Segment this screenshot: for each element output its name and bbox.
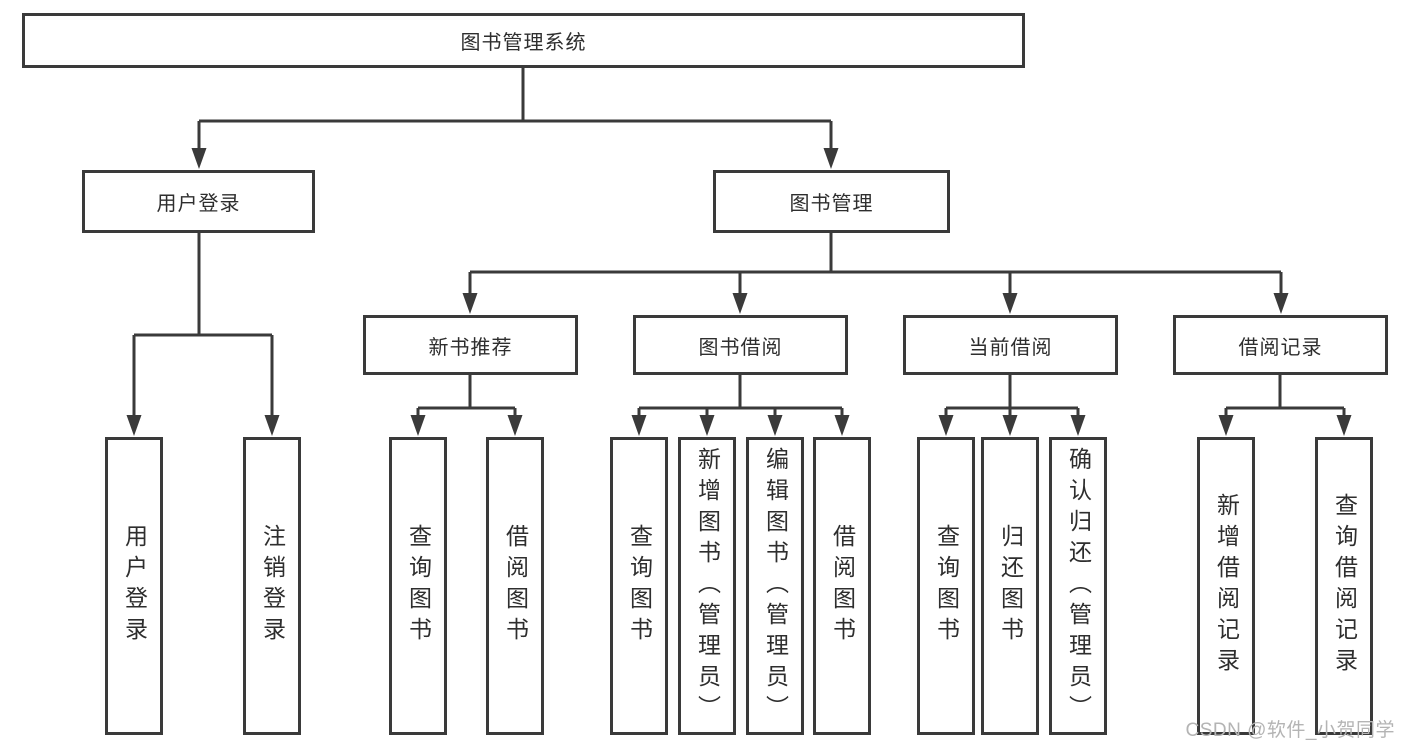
- leaf-query-borrow-record: 查询借阅记录: [1315, 437, 1373, 735]
- node-borrowing-records: 借阅记录: [1173, 315, 1388, 375]
- leaf-query-books-recommend: 查询图书: [389, 437, 447, 735]
- node-label: 用户登录: [121, 524, 148, 648]
- leaf-borrow-books-recommend: 借阅图书: [486, 437, 544, 735]
- node-user-login: 用户登录: [82, 170, 315, 233]
- node-label: 查询图书: [933, 524, 960, 648]
- node-label: 归还图书: [997, 524, 1024, 648]
- node-label: 借阅图书: [502, 524, 529, 648]
- leaf-logout: 注销登录: [243, 437, 301, 735]
- node-label: 新书推荐: [428, 336, 513, 359]
- leaf-user-login: 用户登录: [105, 437, 163, 735]
- csdn-watermark: CSDN @软件_小贺同学: [1185, 720, 1395, 741]
- node-label: 借阅记录: [1238, 336, 1323, 359]
- node-library-management-system: 图书管理系统: [22, 13, 1025, 68]
- node-new-book-recommendation: 新书推荐: [363, 315, 578, 375]
- leaf-query-books-borrowing: 查询图书: [610, 437, 668, 735]
- node-current-borrowing: 当前借阅: [903, 315, 1118, 375]
- leaf-add-borrow-record: 新增借阅记录: [1197, 437, 1255, 735]
- node-label: 编辑图书（管理员）: [762, 446, 789, 726]
- leaf-confirm-return-admin: 确认归还（管理员）: [1049, 437, 1107, 735]
- node-label: 图书管理系统: [460, 32, 587, 54]
- node-label: 新增借阅记录: [1213, 493, 1240, 679]
- node-label: 用户登录: [156, 193, 241, 215]
- node-label: 新增图书（管理员）: [694, 446, 721, 726]
- leaf-borrow-books: 借阅图书: [813, 437, 871, 735]
- leaf-return-books: 归还图书: [981, 437, 1039, 735]
- node-label: 确认归还（管理员）: [1065, 446, 1092, 726]
- node-label: 查询借阅记录: [1331, 493, 1358, 679]
- node-label: 借阅图书: [829, 524, 856, 648]
- node-label: 查询图书: [626, 524, 653, 648]
- node-label: 查询图书: [405, 524, 432, 648]
- leaf-query-books-current: 查询图书: [917, 437, 975, 735]
- node-label: 图书管理: [789, 193, 874, 215]
- leaf-edit-books-admin: 编辑图书（管理员）: [746, 437, 804, 735]
- node-label: 图书借阅: [698, 336, 783, 359]
- node-book-management: 图书管理: [713, 170, 950, 233]
- node-label: 注销登录: [259, 524, 286, 648]
- leaf-add-books-admin: 新增图书（管理员）: [678, 437, 736, 735]
- node-label: 当前借阅: [968, 336, 1053, 359]
- node-book-borrowing: 图书借阅: [633, 315, 848, 375]
